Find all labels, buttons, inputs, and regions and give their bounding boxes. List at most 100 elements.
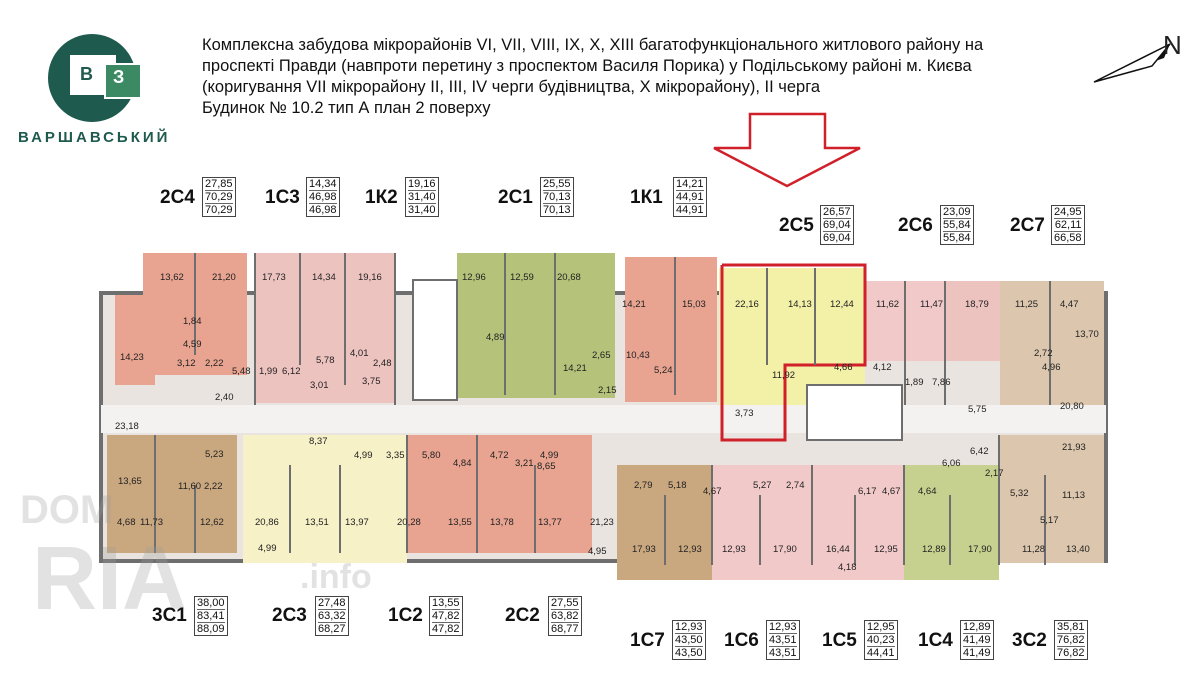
room-label: 2,40 — [215, 392, 234, 403]
room-label: 13,40 — [1066, 544, 1090, 555]
compass-arrow-icon — [1093, 43, 1171, 83]
title-line-1: Комплексна забудова мікрорайонів VI, VII… — [202, 36, 984, 54]
room-label: 20,28 — [397, 517, 421, 528]
room-label: 22,16 — [735, 299, 759, 310]
room-label: 4,89 — [486, 332, 505, 343]
room-label: 2,65 — [592, 350, 611, 361]
watermark-line-3: .info — [300, 558, 372, 596]
apartment-code: 1С3 — [265, 187, 300, 208]
room-label: 23,18 — [115, 421, 139, 432]
room-label: 5,18 — [668, 480, 687, 491]
room-label: 3,01 — [310, 380, 329, 391]
apartment-code: 2С2 — [505, 605, 540, 626]
room-label: 17,90 — [773, 544, 797, 555]
title-line-4: Будинок № 10.2 тип А план 2 поверху — [202, 99, 491, 117]
room-label: 5,23 — [205, 449, 224, 460]
room-label: 8,65 — [537, 461, 556, 472]
room-label: 4,84 — [453, 458, 472, 469]
room-label: 18,79 — [965, 299, 989, 310]
room-label: 2,74 — [786, 480, 805, 491]
room-label: 5,24 — [654, 365, 673, 376]
room-label: 13,51 — [305, 517, 329, 528]
room-label: 2,48 — [373, 358, 392, 369]
plan-title: Комплексна забудова мікрорайонів VI, VII… — [202, 35, 1102, 119]
room-label: 13,55 — [448, 517, 472, 528]
room-label: 13,62 — [160, 272, 184, 283]
room-label: 2,15 — [598, 385, 617, 396]
room-label: 12,89 — [922, 544, 946, 555]
room-label: 6,42 — [970, 446, 989, 457]
watermark-line-1: DOM — [20, 488, 114, 532]
highlight-arrow-icon — [713, 112, 861, 188]
room-label: 14,34 — [312, 272, 336, 283]
room-label: 5,80 — [422, 450, 441, 461]
logo-initial-1: В — [80, 64, 93, 84]
room-label: 4,59 — [183, 339, 202, 350]
room-label: 2,22 — [205, 358, 224, 369]
room-label: 13,78 — [490, 517, 514, 528]
room-label: 12,96 — [462, 272, 486, 283]
room-label: 14,21 — [563, 363, 587, 374]
room-label: 6,12 — [282, 366, 301, 377]
apartment-code: 3С1 — [152, 605, 187, 626]
floor-plan — [99, 253, 1108, 580]
room-label: 16,44 — [826, 544, 850, 555]
room-label: 10,43 — [626, 350, 650, 361]
room-label: 11,25 — [1015, 299, 1039, 310]
room-label: 3,12 — [177, 358, 196, 369]
room-label: 2,79 — [634, 480, 653, 491]
room-label: 5,32 — [1010, 488, 1029, 499]
room-label: 17,93 — [632, 544, 656, 555]
apartment-code: 2С6 — [898, 215, 933, 236]
room-label: 12,95 — [874, 544, 898, 555]
room-label: 3,75 — [362, 376, 381, 387]
room-label: 11,73 — [140, 517, 164, 528]
room-label: 4,68 — [117, 517, 136, 528]
room-label: 5,78 — [316, 355, 335, 366]
apartment-code: 1С7 — [630, 630, 665, 651]
room-label: 4,72 — [490, 450, 509, 461]
apartment-code: 1С5 — [822, 630, 857, 651]
room-label: 2,72 — [1034, 348, 1053, 359]
room-label: 1,89 — [905, 377, 924, 388]
room-label: 5,27 — [753, 480, 772, 491]
room-label: 11,13 — [1062, 490, 1086, 501]
apartment-code: 1С2 — [388, 605, 423, 626]
watermark-line-2: RIA — [32, 529, 187, 629]
room-label: 15,03 — [682, 299, 706, 310]
room-label: 20,86 — [255, 517, 279, 528]
room-label: 6,06 — [942, 458, 961, 469]
room-label: 8,37 — [309, 436, 328, 447]
room-label: 4,18 — [838, 562, 857, 573]
room-label: 4,99 — [354, 450, 373, 461]
room-label: 11,92 — [772, 370, 796, 381]
title-line-3: (коригування VII мікрорайону II, III, IV… — [202, 78, 821, 96]
room-label: 7,86 — [932, 377, 951, 388]
room-label: 14,13 — [788, 299, 812, 310]
room-label: 12,93 — [678, 544, 702, 555]
apartment-code: 1К2 — [365, 187, 398, 208]
apartment-code: 2С3 — [272, 605, 307, 626]
apartment-code: 2С1 — [498, 187, 533, 208]
logo-name: ВАРШАВСЬКИЙ — [18, 129, 171, 146]
apartment-code: 3С2 — [1012, 630, 1047, 651]
room-label: 4,47 — [1060, 299, 1079, 310]
room-label: 4,99 — [258, 543, 277, 554]
room-label: 13,77 — [538, 517, 562, 528]
room-label: 17,90 — [968, 544, 992, 555]
room-label: 1,84 — [183, 316, 202, 327]
room-label: 11,28 — [1022, 544, 1046, 555]
